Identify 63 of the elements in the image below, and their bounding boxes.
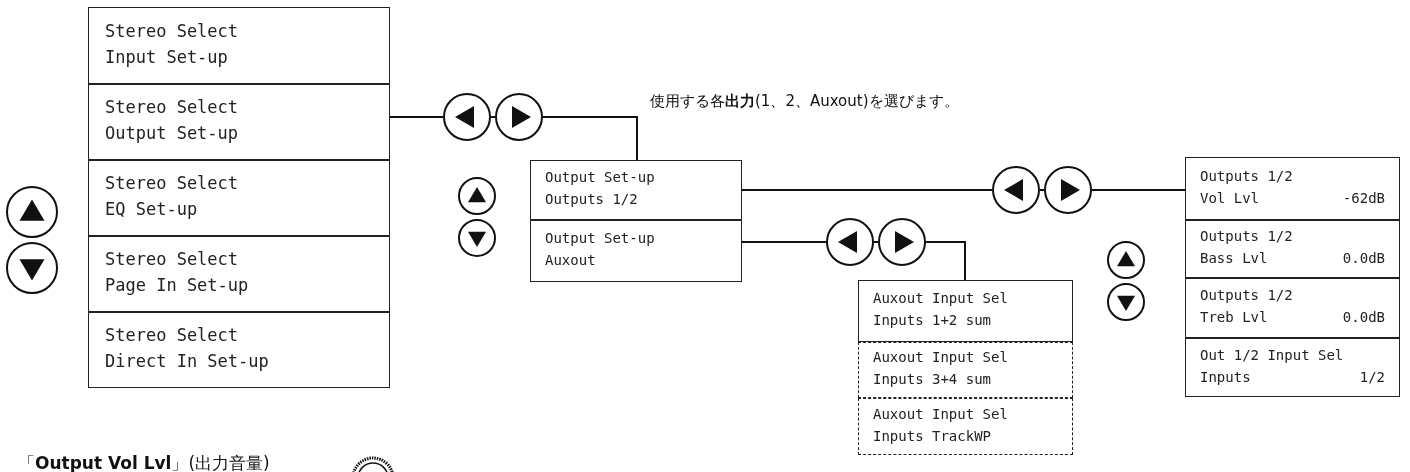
connector-line [873, 241, 879, 243]
display-line: Auxout Input Sel [873, 290, 1008, 306]
lcd-screen-box [1185, 278, 1400, 338]
display-line: Auxout [545, 252, 596, 268]
connector-line [1039, 189, 1045, 191]
lcd-screen-box [1185, 338, 1400, 397]
display-line: Inputs 1+2 sum [873, 312, 991, 328]
connector-line [542, 116, 638, 161]
display-line: Auxout Input Sel [873, 349, 1008, 365]
display-line: Outputs 1/2 [545, 191, 638, 207]
display-line: Page In Set-up [105, 275, 249, 295]
lcd-screen-box [1185, 220, 1400, 278]
lcd-screen-box [858, 280, 1073, 342]
display-line: Stereo Select [105, 325, 239, 345]
display-line: Vol Lvl [1200, 189, 1259, 206]
right-arrow-button [878, 218, 926, 266]
display-line: Output Set-up [545, 230, 655, 246]
display-line: Inputs 3+4 sum [873, 371, 991, 387]
display-value: 1/2 [1359, 368, 1385, 385]
lcd-screen-box [858, 342, 1073, 398]
display-line: Direct In Set-up [105, 351, 269, 371]
display-line: Output Set-up [105, 123, 239, 143]
left-arrow-button [443, 93, 491, 141]
display-line: Stereo Select [105, 173, 239, 193]
connector-line [490, 116, 496, 118]
right-arrow-button [1044, 166, 1092, 214]
display-line: Outputs 1/2 [1200, 228, 1293, 244]
display-line: Bass Lvl [1200, 250, 1268, 266]
lcd-screen-box [858, 398, 1073, 455]
display-line: Out 1/2 Input Sel [1200, 346, 1344, 363]
display-value: -62dB [1342, 189, 1385, 206]
display-line: Outputs 1/2 [1200, 287, 1293, 303]
display-line: Stereo Select [105, 249, 239, 269]
display-line: Auxout Input Sel [873, 405, 1008, 422]
connector-line [389, 116, 444, 118]
lcd-screen-box [88, 236, 390, 312]
connector-line [741, 189, 993, 191]
display-line: Inputs [1200, 368, 1251, 385]
connector-line [741, 241, 827, 243]
display-value: 0.0dB [1342, 309, 1385, 325]
connector-line [1091, 189, 1186, 191]
caption-text: 「Output Vol Lvl」(出力音量) [18, 452, 270, 472]
display-value: 0.0dB [1342, 250, 1385, 266]
connector-line [925, 241, 966, 281]
note-text: 使用する各出力(1、2、Auxout)を選びます。 [650, 92, 959, 111]
display-line: Outputs 1/2 [1200, 167, 1293, 184]
display-line: Input Set-up [105, 46, 228, 67]
right-arrow-button [495, 93, 543, 141]
lcd-screen-box [88, 312, 390, 388]
lcd-screen-box [88, 7, 390, 84]
left-arrow-button [992, 166, 1040, 214]
lcd-screen-box [88, 160, 390, 236]
display-line: Stereo Select [105, 97, 239, 117]
display-line: Output Set-up [545, 169, 655, 185]
left-arrow-button [826, 218, 874, 266]
display-line: Treb Lvl [1200, 309, 1268, 325]
lcd-screen-box [530, 220, 742, 282]
display-line: Stereo Select [105, 20, 239, 41]
display-line: EQ Set-up [105, 199, 198, 219]
lcd-screen-box [530, 160, 742, 220]
lcd-screen-box [1185, 157, 1400, 220]
lcd-screen-box [88, 84, 390, 160]
display-line: Inputs TrackWP [873, 427, 991, 444]
